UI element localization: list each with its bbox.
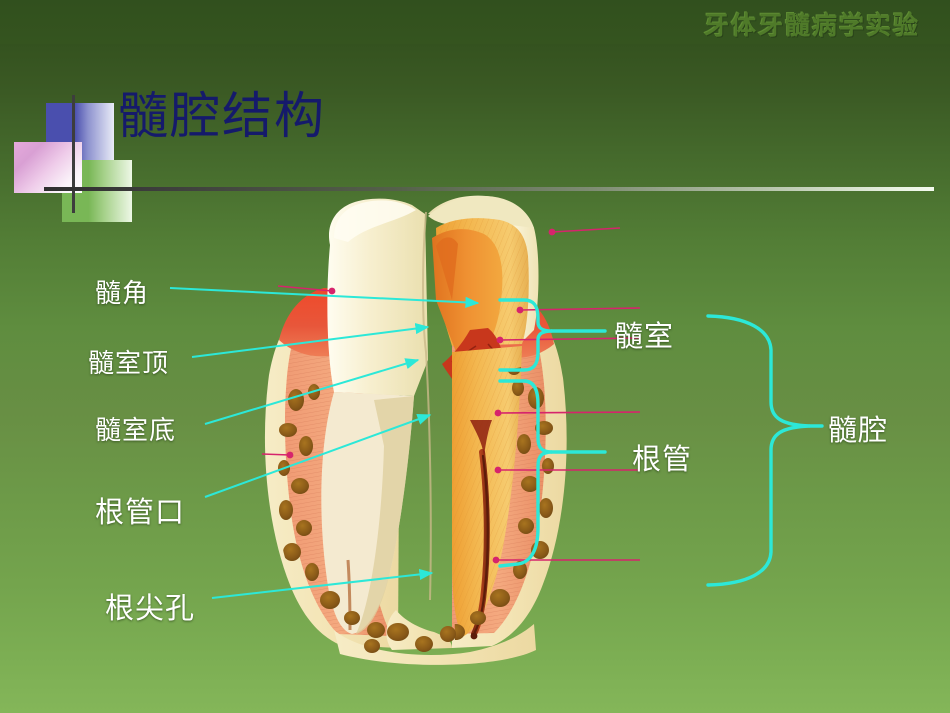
original-diagram-markers [261,227,641,564]
label-canal-orifice: 根管口 [95,495,186,529]
title-underline-rule [44,187,934,191]
section-edge [422,211,432,601]
logo-vertical-rule [72,95,75,213]
occlusal-rim [428,196,534,228]
label-apical-foramen: 根尖孔 [105,591,196,625]
apical-bone [334,624,536,665]
label-pulp-roof: 髓室顶 [88,349,170,379]
logo-pink-square [14,142,82,193]
page-title: 髓腔结构 [118,87,326,145]
course-title: 牙体牙髓病学实验 [703,11,920,40]
brace-pulp-cavity [706,314,824,587]
trabeculae-apical [364,623,456,653]
leader-pulp-roof [191,323,430,358]
label-pulp-cavity: 髓腔 [828,413,889,447]
decorative-logo [14,95,934,222]
leader-apical-foramen [211,568,434,599]
leader-lines-left [169,287,480,599]
brace-pulp-chamber [498,298,607,372]
label-pulp-floor: 髓室底 [95,416,177,446]
canal-orifice [470,420,492,456]
label-pulp-horn: 髓角 [95,279,150,309]
enamel-left-cusp-highlight [334,200,416,242]
apical-foramen [470,632,478,640]
label-pulp-chamber: 髓室 [614,319,675,353]
leader-canal-orifice [204,414,432,498]
brace-root-canal [498,379,607,568]
leader-pulp-floor [204,358,420,425]
label-root-canal: 根管 [632,442,693,476]
root-canal-left-hint [346,559,352,631]
pulp-horn-left [436,237,458,300]
banner-bar [0,0,950,44]
root-left-shading [356,396,414,634]
tooth-illustration [261,195,641,665]
leader-pulp-horn [169,287,480,308]
